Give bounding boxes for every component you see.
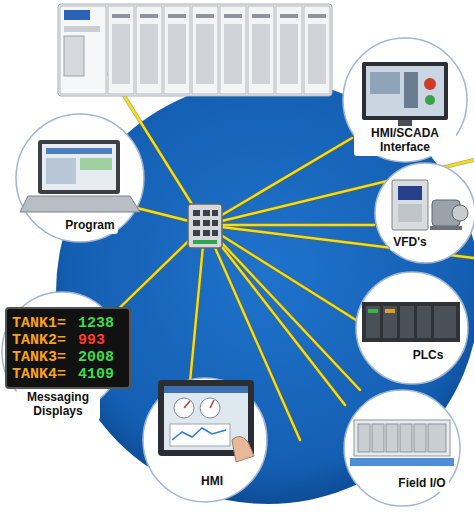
led-display-text: TANK1= bbox=[12, 316, 66, 331]
plc-label-circle: PLCs bbox=[356, 272, 468, 384]
plc-rack bbox=[362, 302, 460, 342]
scada-monitor bbox=[362, 62, 448, 128]
click-plc-rack bbox=[58, 4, 332, 96]
ethernet-switch bbox=[188, 204, 222, 248]
device-label: PLCs bbox=[410, 348, 447, 364]
hmi-panel bbox=[158, 380, 254, 462]
device-label: VFD's bbox=[390, 235, 430, 251]
device-label: HMI bbox=[198, 474, 226, 490]
led-display-text: TANK4= bbox=[12, 367, 66, 382]
device-label: Program bbox=[62, 218, 117, 234]
vfd-drive bbox=[392, 180, 468, 230]
message-display bbox=[6, 308, 130, 388]
device-label: Messaging Displays bbox=[16, 390, 100, 420]
device-label: HMI/SCADA Interface bbox=[354, 126, 456, 156]
led-display-text: TANK2= bbox=[12, 333, 66, 348]
field-io-modules bbox=[350, 420, 454, 466]
fieldio-label-circle: Field I/O bbox=[344, 390, 460, 506]
hmi-label-circle: HMI bbox=[143, 378, 267, 502]
program-label-circle: Program bbox=[16, 114, 144, 242]
led-display-text: 993 bbox=[78, 333, 105, 348]
led-display-text: 2008 bbox=[78, 350, 114, 365]
laptop bbox=[20, 140, 140, 212]
led-display-text: TANK3= bbox=[12, 350, 66, 365]
vfd-label-circle: VFD's bbox=[375, 163, 474, 263]
scada-label-circle: HMI/SCADA Interface bbox=[343, 38, 467, 162]
device-label: Field I/O bbox=[395, 476, 448, 492]
led-display-text: 1238 bbox=[78, 316, 114, 331]
device-circles bbox=[2, 38, 474, 506]
led-display-text: 4109 bbox=[78, 367, 114, 382]
